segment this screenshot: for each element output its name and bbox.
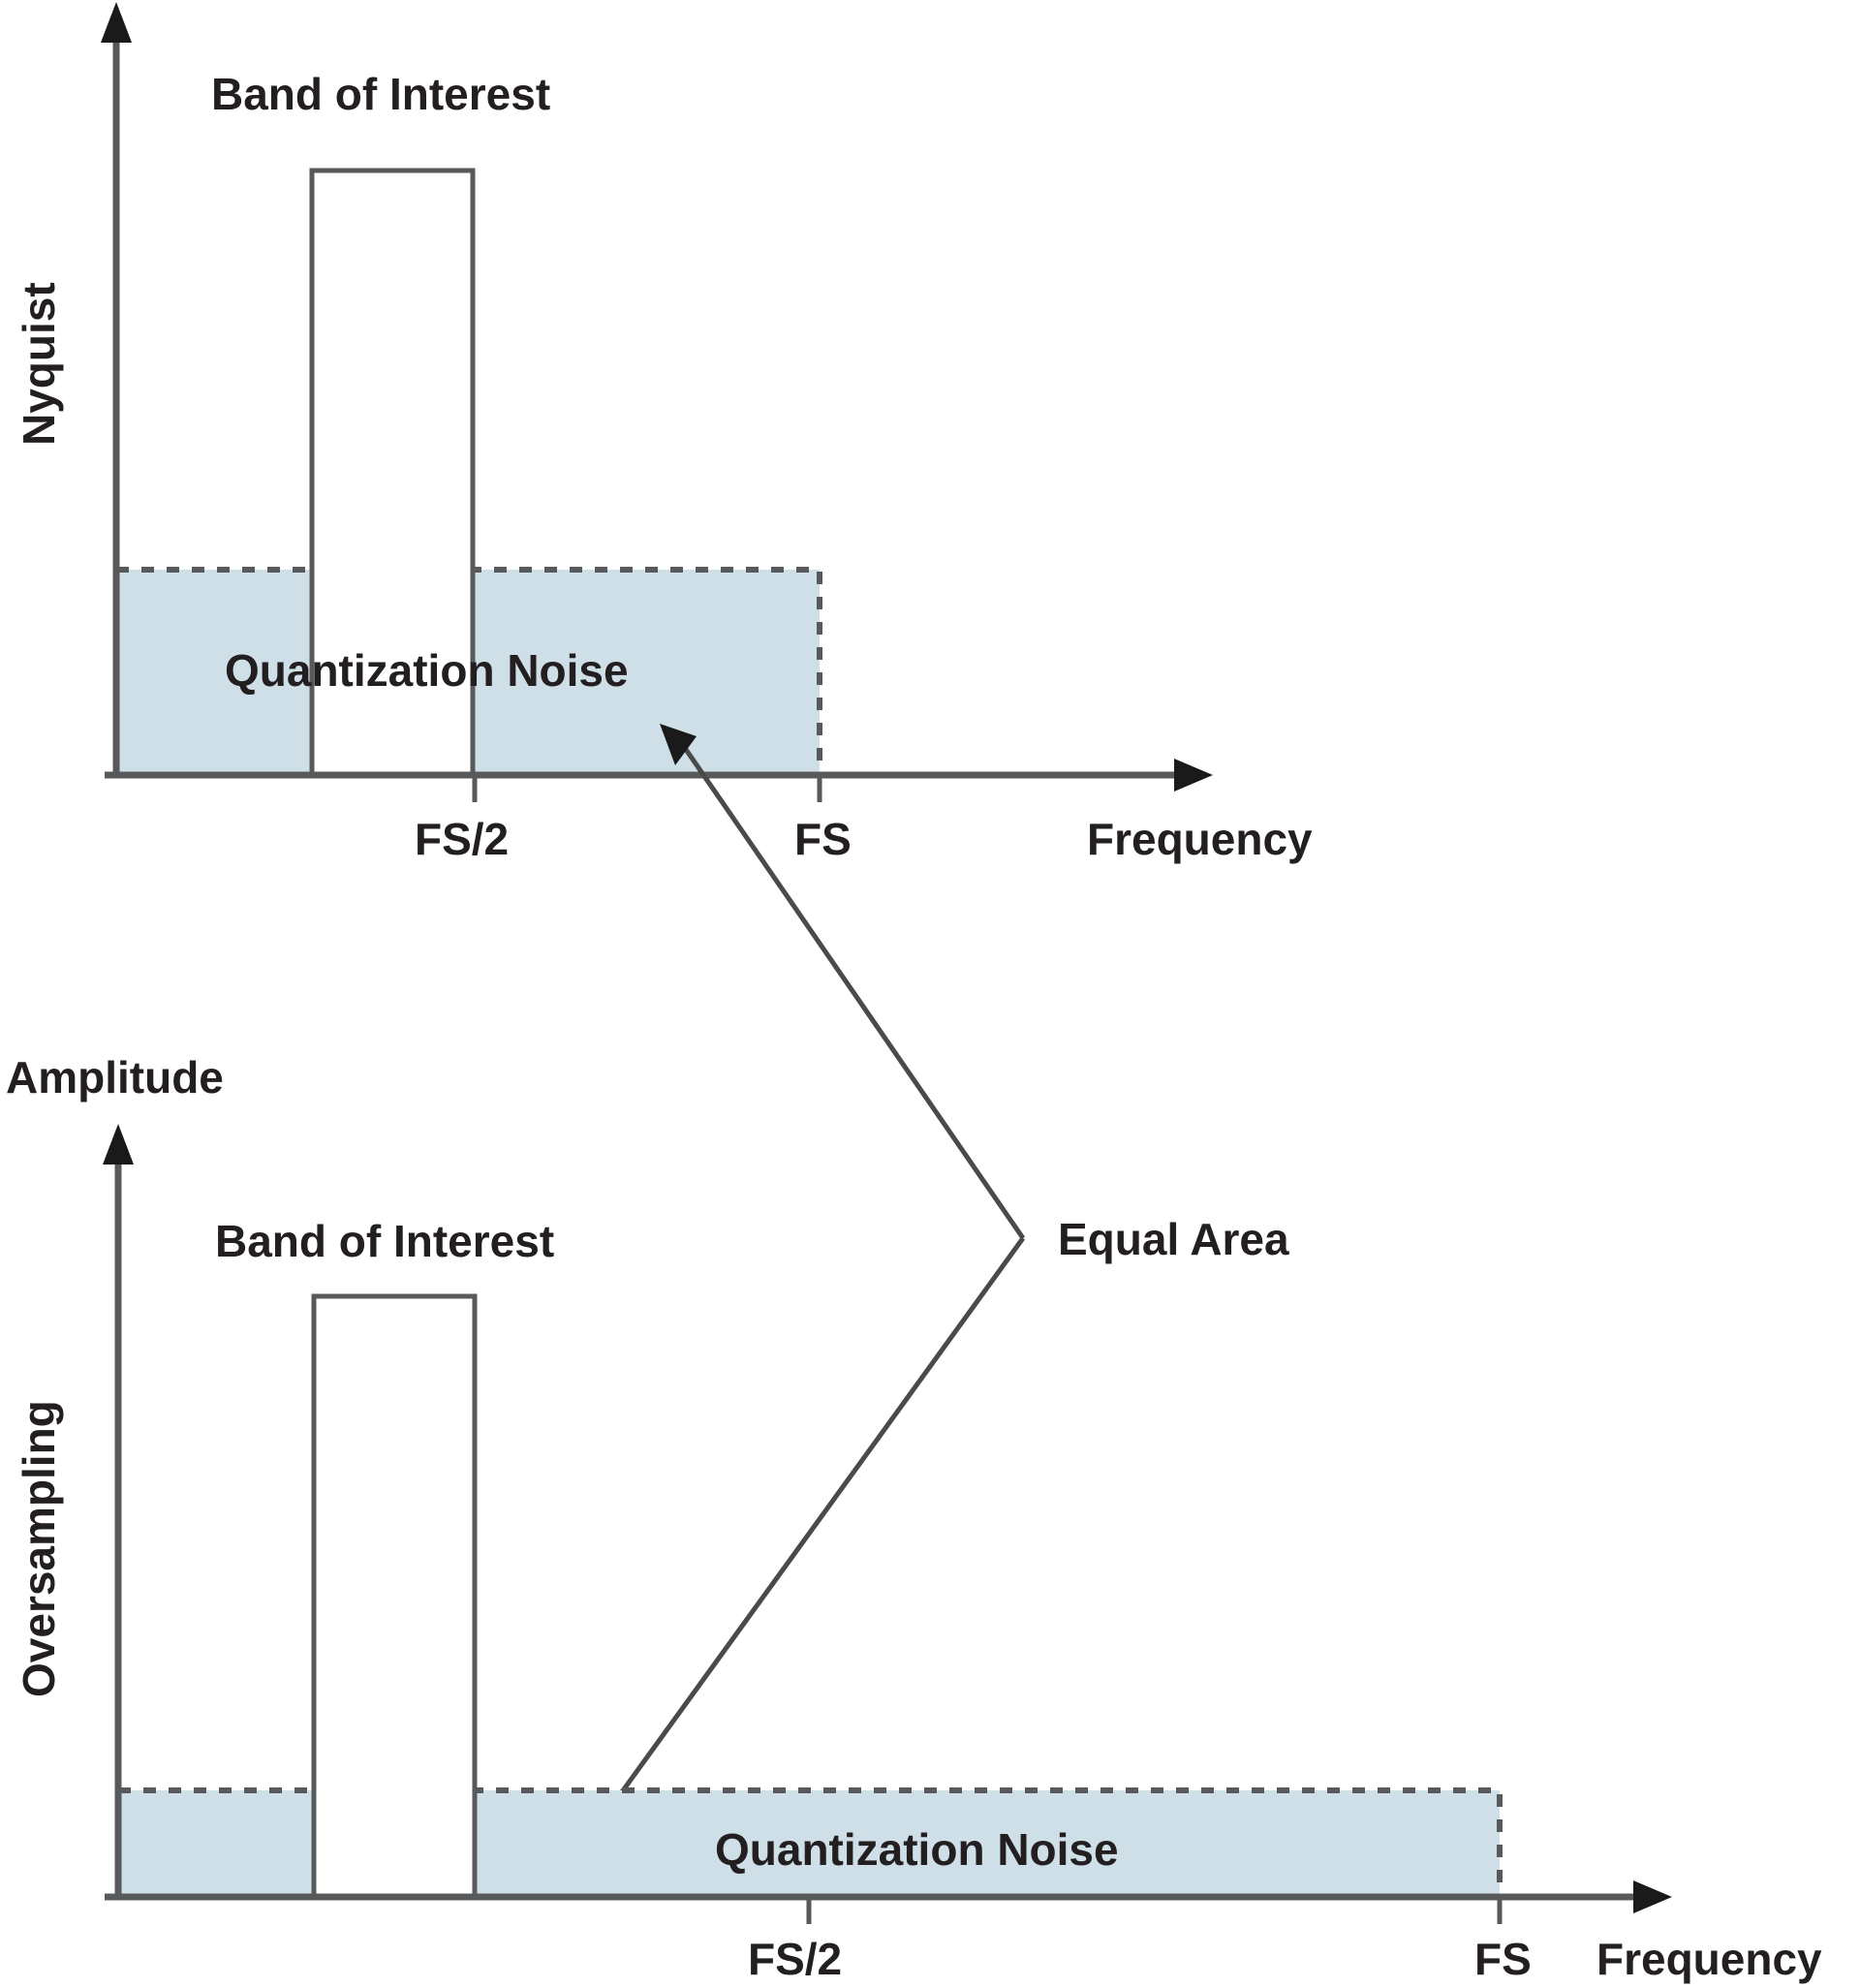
oversampling-tick-label-fs-half: FS/2 [748,1934,842,1984]
nyquist-x-axis-label: Frequency [1087,814,1313,864]
panel-oversampling: Band of Interest Quantization Noise Over… [14,1124,1822,1984]
oversampling-y-axis-arrow-icon [103,1124,134,1165]
equal-area-label: Equal Area [1058,1214,1289,1264]
equal-area-upper-arrow-icon [660,724,697,765]
nyquist-band-of-interest-box [309,168,476,778]
equal-area-upper-leg [675,736,1026,1240]
oversampling-x-axis-arrow-icon [1633,1880,1672,1913]
nyquist-quantization-noise-label: Quantization Noise [225,645,629,696]
nyquist-tick-label-fs-half: FS/2 [415,814,509,864]
oversampling-x-axis-label: Frequency [1596,1934,1822,1984]
oversampling-row-label: Oversampling [14,1400,64,1697]
nyquist-tick-label-fs: FS [794,814,852,864]
equal-area-callout: Equal Area [580,724,1289,1838]
oversampling-quantization-noise-label: Quantization Noise [715,1824,1119,1875]
nyquist-y-axis-arrow-icon [101,2,132,43]
oversampling-band-of-interest-box [311,1293,478,1900]
oversampling-tick-label-fs: FS [1474,1934,1532,1984]
oversampling-noise-dashed-outline [118,1787,1503,1897]
amplitude-axis-label: Amplitude [6,1052,224,1103]
nyquist-x-axis-arrow-icon [1174,759,1213,792]
oversampling-band-of-interest-label: Band of Interest [215,1216,554,1266]
nyquist-band-of-interest-label: Band of Interest [211,69,550,119]
nyquist-row-label: Nyquist [14,282,64,446]
equal-area-lower-leg [598,1236,1026,1823]
panel-nyquist: Band of Interest Quantization Noise Nyqu… [14,2,1313,864]
